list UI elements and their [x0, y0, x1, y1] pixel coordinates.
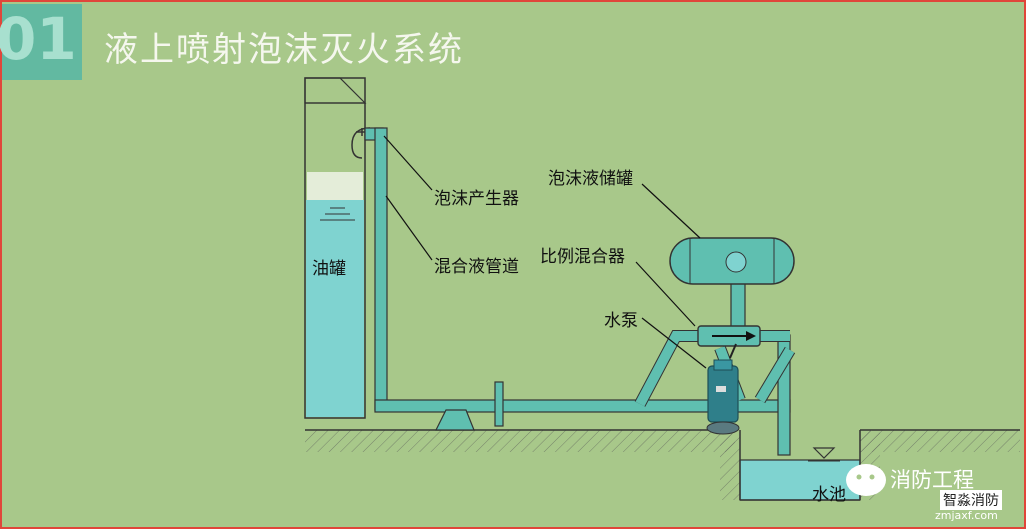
label-proportional-mixer: 比例混合器 [540, 247, 625, 267]
leader-lines [383, 135, 707, 369]
pipe-support [435, 409, 475, 431]
watermark-url: zmjaxf.com [935, 509, 998, 522]
label-foam-liquid-tank: 泡沫液储罐 [548, 169, 633, 189]
label-foam-generator: 泡沫产生器 [434, 189, 519, 209]
wechat-logo [846, 464, 886, 496]
page-title: 液上喷射泡沫灭火系统 [104, 30, 464, 70]
label-water-pump: 水泵 [604, 311, 638, 331]
label-mixed-liquid-pipe: 混合液管道 [434, 257, 519, 277]
water-pool [739, 430, 861, 501]
water-pump [706, 343, 740, 435]
oil-tank [304, 77, 367, 419]
section-number-badge: 01 [0, 4, 82, 80]
watermark-name: 消防工程 [890, 468, 974, 492]
watermark-brand: 智淼消防 [940, 490, 1002, 510]
label-water-pool: 水池 [812, 485, 846, 505]
proportional-mixer [697, 325, 761, 347]
section-number: 01 [0, 5, 77, 73]
foam-liquid-storage-tank [669, 237, 795, 329]
label-oil-tank: 油罐 [312, 259, 346, 279]
